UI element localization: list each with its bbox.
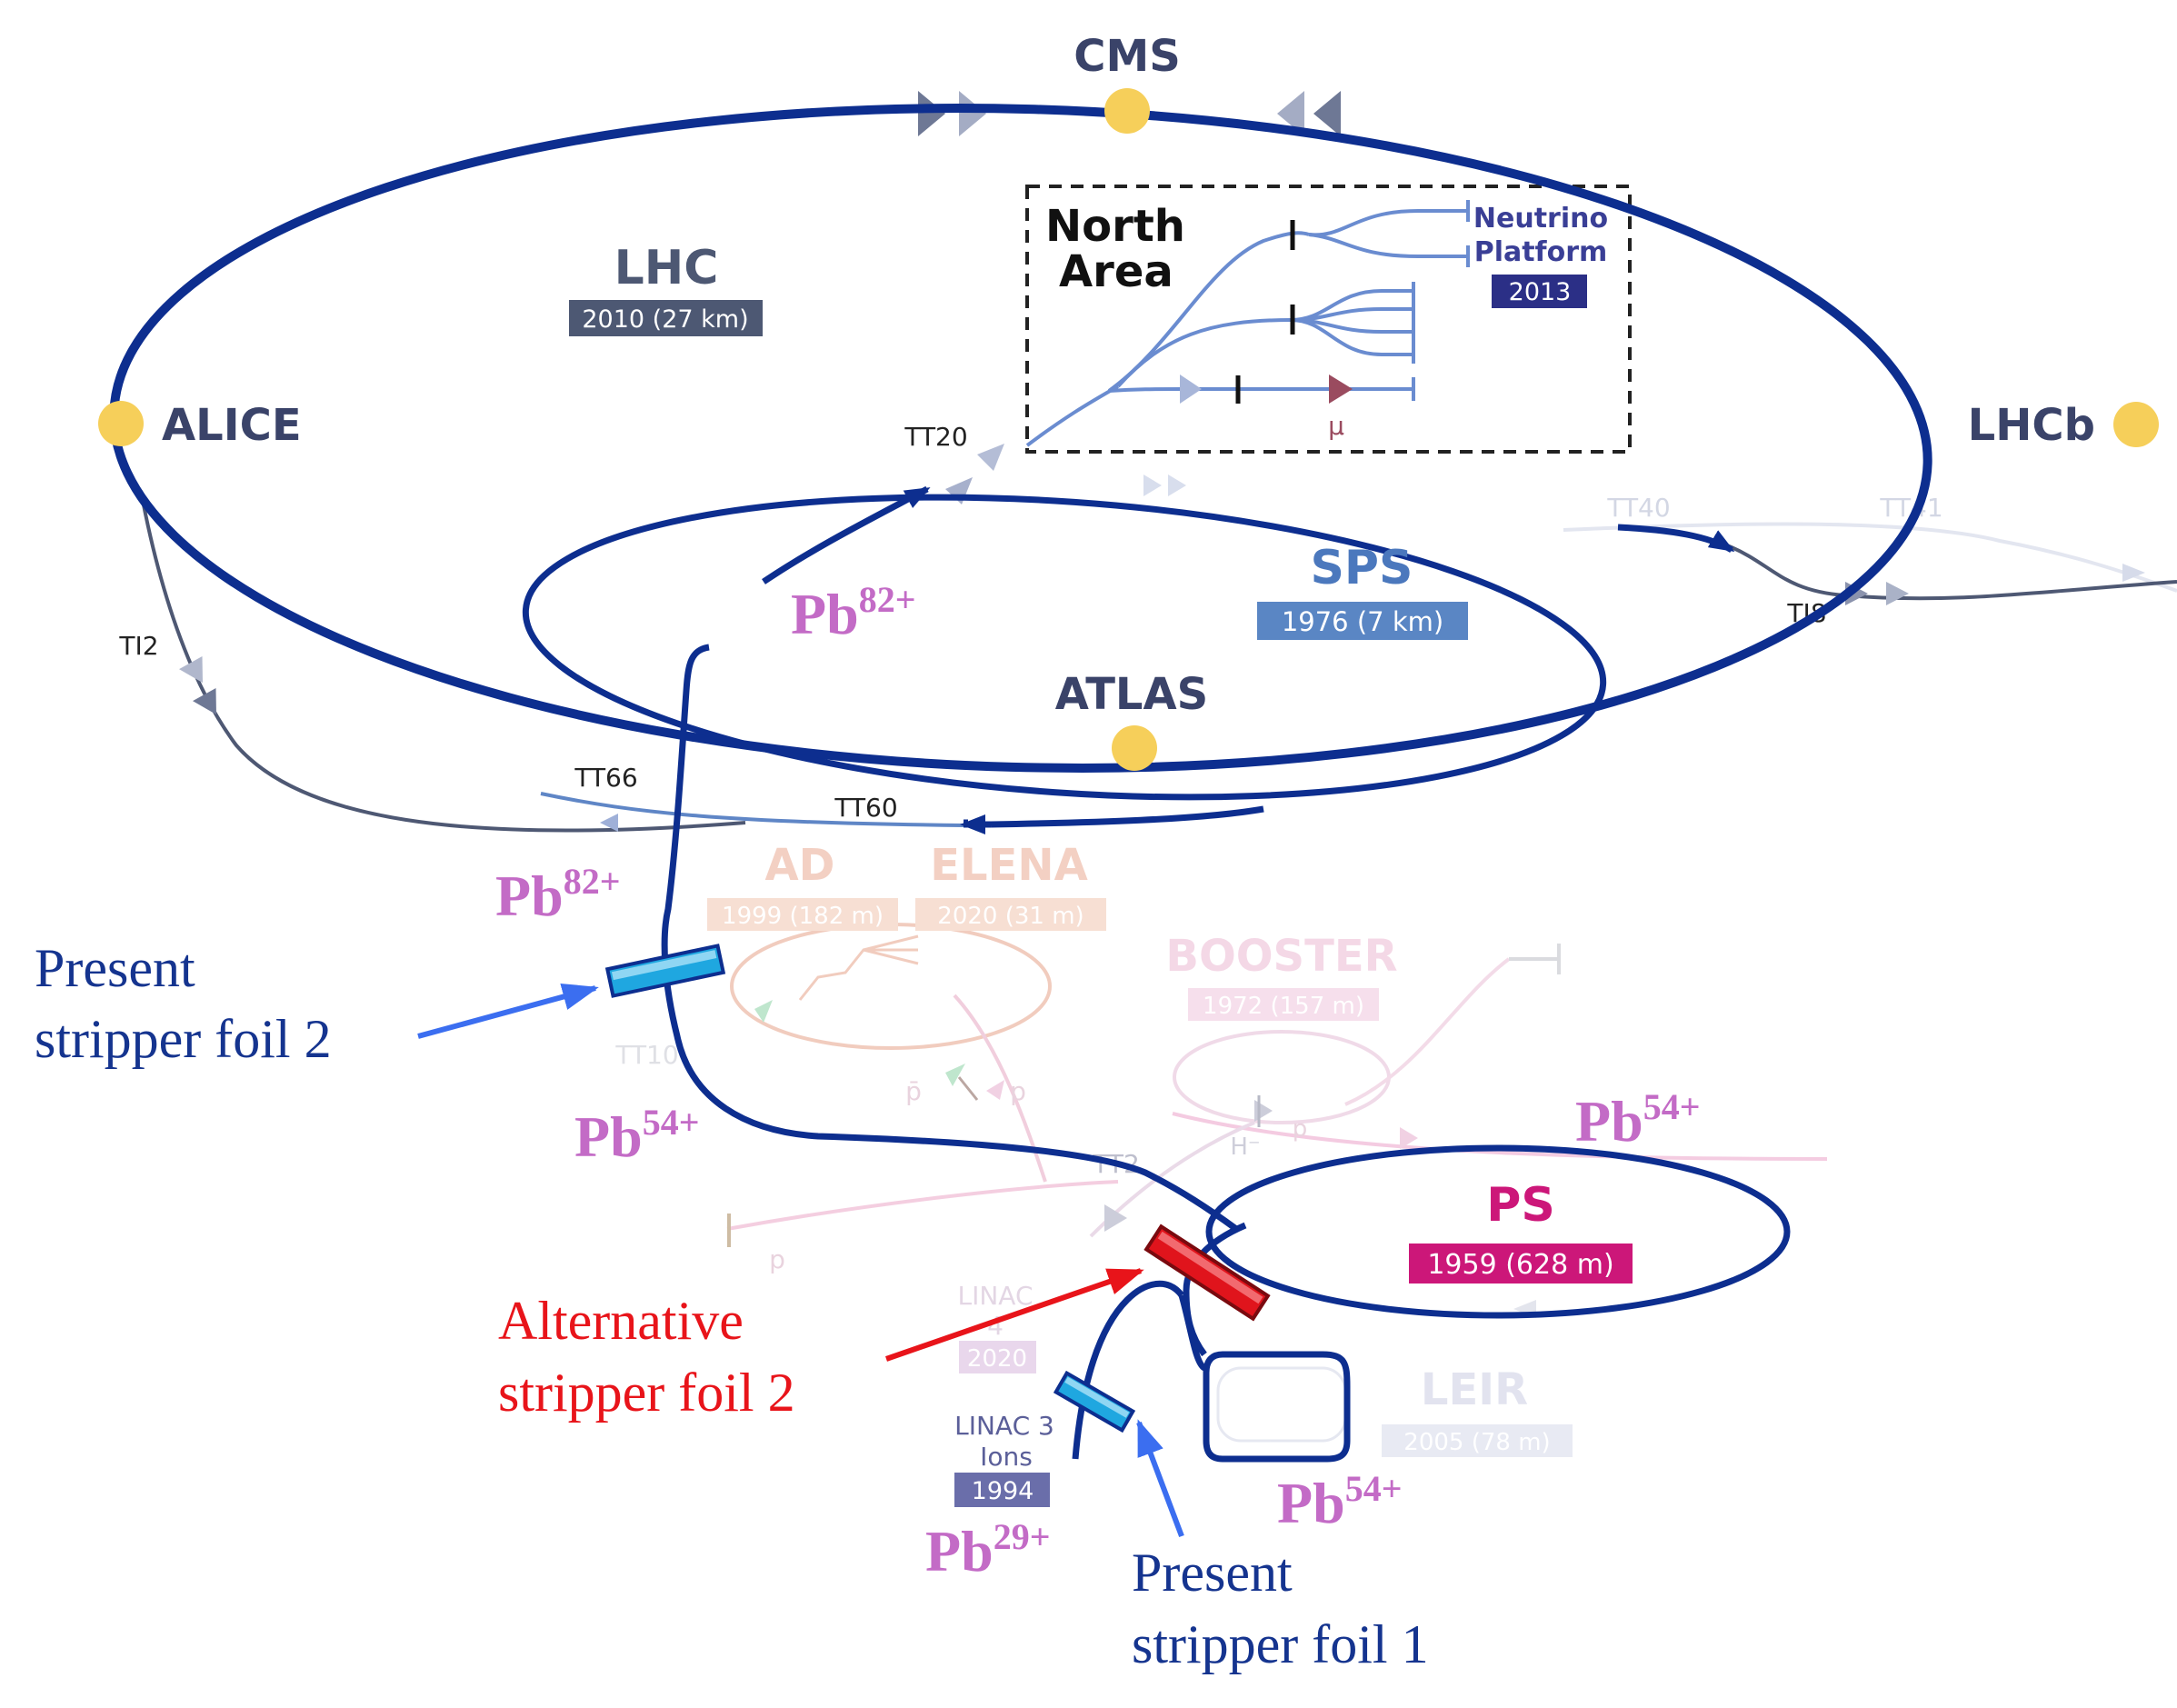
sps-label: SPS [1310, 541, 1413, 595]
lead-ion-path [661, 485, 1735, 1460]
alice-dot [98, 401, 144, 446]
ps-ring [1205, 1144, 1791, 1319]
tt66-label: TT66 [574, 763, 637, 793]
lhc-label: LHC [614, 241, 719, 295]
tt10-label: TT10 [614, 1040, 678, 1070]
linac3-label-1: LINAC 3 [954, 1411, 1054, 1441]
atlas-dot [1112, 725, 1157, 771]
lhc-ring [109, 104, 1932, 773]
pb54-ps-label: Pb54+ [1575, 1086, 1700, 1154]
north-area-label-1: North [1045, 201, 1185, 252]
alternative-stripper-foil-2 [1143, 1224, 1271, 1322]
ps-badge: 1959 (628 m) [1427, 1249, 1613, 1281]
atlas-label: ATLAS [1055, 669, 1208, 720]
pb82-tt10-label: Pb82+ [495, 861, 620, 928]
tt60-line [540, 792, 964, 827]
p-label-1: p [1010, 1076, 1026, 1106]
p-label-2: p [769, 1244, 785, 1274]
alternative-foil2-text-2: stripper foil 2 [498, 1363, 795, 1423]
present-foil1-arrow [1136, 1419, 1184, 1538]
alternative-foil2-arrow [885, 1268, 1144, 1362]
linac4-label-1: LINAC [957, 1281, 1033, 1311]
linac4-badge: 2020 [967, 1345, 1027, 1373]
pb29-linac-label: Pb29+ [925, 1516, 1050, 1583]
faded-background: AD 1999 (182 m) ELENA 2020 (31 m) BOOSTE… [614, 840, 1828, 1457]
linac3-badge: 1994 [972, 1477, 1034, 1505]
present-foil2-text-2: stripper foil 2 [35, 1009, 332, 1069]
pb82-sps-label: Pb82+ [791, 579, 915, 646]
neutrino-badge: 2013 [1509, 278, 1572, 306]
lhc-badge: 2010 (27 km) [582, 305, 748, 334]
muon-label: μ [1328, 411, 1344, 441]
pb54-tt2-label: Pb54+ [574, 1102, 699, 1169]
present-foil1-text-2: stripper foil 1 [1132, 1614, 1429, 1674]
elena-label: ELENA [930, 840, 1087, 891]
lhcb-label: LHCb [1968, 400, 2095, 451]
hminus-label: H⁻ [1230, 1134, 1260, 1161]
present-foil2-text-1: Present [35, 938, 195, 998]
booster-ring [1173, 1030, 1391, 1124]
pb54-leir-label: Pb54+ [1277, 1468, 1402, 1535]
present-stripper-foil-2 [604, 944, 726, 998]
p-label-3: p [1293, 1115, 1308, 1143]
north-area-box: North Area Neutrino Platform 2013 μ [1025, 185, 1632, 454]
booster-label: BOOSTER [1165, 931, 1397, 982]
ti2-line [139, 490, 746, 833]
sps-badge: 1976 (7 km) [1282, 606, 1443, 637]
booster-badge: 1972 (157 m) [1203, 993, 1364, 1020]
elena-badge: 2020 (31 m) [937, 903, 1084, 930]
neutrino-label-1: Neutrino [1473, 203, 1608, 235]
leir-ring-faded [1216, 1366, 1347, 1443]
lhcb-dot [2113, 402, 2159, 447]
leir-badge: 2005 (78 m) [1403, 1429, 1550, 1456]
present-foil2-arrow [417, 983, 599, 1039]
ti2-label: TI2 [118, 631, 158, 661]
ad-label: AD [765, 840, 835, 891]
present-foil1-text-1: Present [1132, 1543, 1293, 1603]
ad-badge: 1999 (182 m) [722, 903, 884, 930]
pbar-label: p̄ [905, 1076, 922, 1106]
booster-line [1344, 957, 1511, 1106]
present-stripper-foil-1 [1053, 1370, 1136, 1433]
cms-dot [1104, 88, 1150, 134]
alternative-foil2-text-1: Alternative [498, 1291, 744, 1351]
leir-label: LEIR [1421, 1364, 1528, 1415]
linac3-label-2: Ions [980, 1442, 1033, 1472]
ps-east-line [1172, 1112, 1828, 1161]
cms-label: CMS [1074, 31, 1181, 82]
ps-label: PS [1486, 1178, 1555, 1233]
tt20-label: TT20 [904, 422, 967, 452]
ti8-line [1726, 544, 2177, 601]
transfer-line-network [139, 474, 2177, 833]
leir-ring [1203, 1351, 1351, 1463]
tt60-label: TT60 [834, 793, 897, 823]
tt41-line [1563, 522, 2177, 593]
north-area-label-2: Area [1059, 246, 1173, 297]
neutrino-label-2: Platform [1474, 236, 1608, 268]
sps-ring [522, 494, 1607, 801]
tt40-label: TT40 [1606, 493, 1670, 523]
cms-chevrons [918, 91, 1341, 136]
p-line-west [726, 1180, 1119, 1231]
alice-label: ALICE [162, 400, 302, 451]
